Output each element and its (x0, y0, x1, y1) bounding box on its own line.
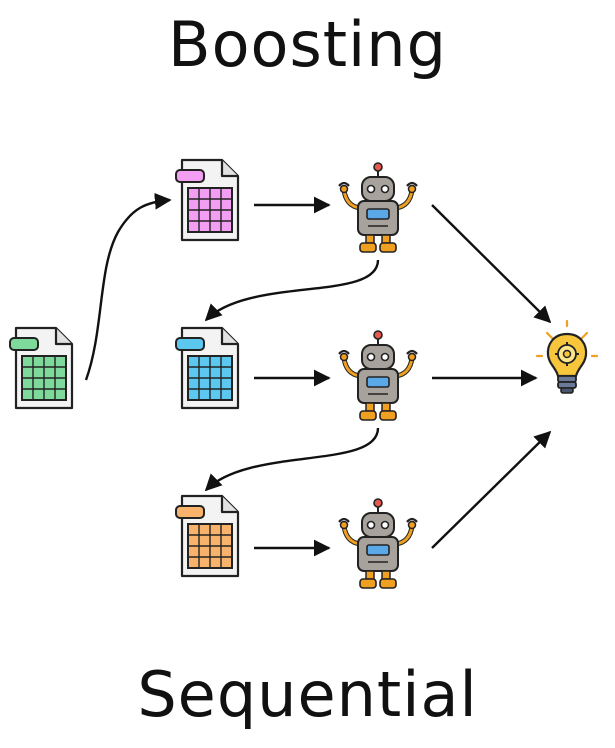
diagram-title: Boosting (168, 8, 447, 81)
arrow-robot-2-to-table-3 (204, 427, 380, 492)
arrows (84, 192, 552, 557)
robot-icon-3 (339, 499, 417, 588)
source-spreadsheet-icon (9, 326, 74, 410)
arrow-robot-1-to-bulb (431, 204, 552, 324)
spreadsheet-icon-1 (175, 158, 240, 242)
arrow-robot-3-to-bulb (431, 430, 552, 549)
spreadsheet-icon-3 (175, 494, 240, 578)
diagram-caption: Sequential (137, 658, 478, 731)
robot-icon-2 (339, 331, 417, 420)
spreadsheet-icon-2 (175, 326, 240, 410)
arrow-source-to-table-1 (84, 192, 172, 381)
robot-icon-1 (339, 163, 417, 252)
lightbulb-gear-icon (535, 319, 599, 394)
arrow-robot-1-to-table-2 (204, 259, 380, 322)
